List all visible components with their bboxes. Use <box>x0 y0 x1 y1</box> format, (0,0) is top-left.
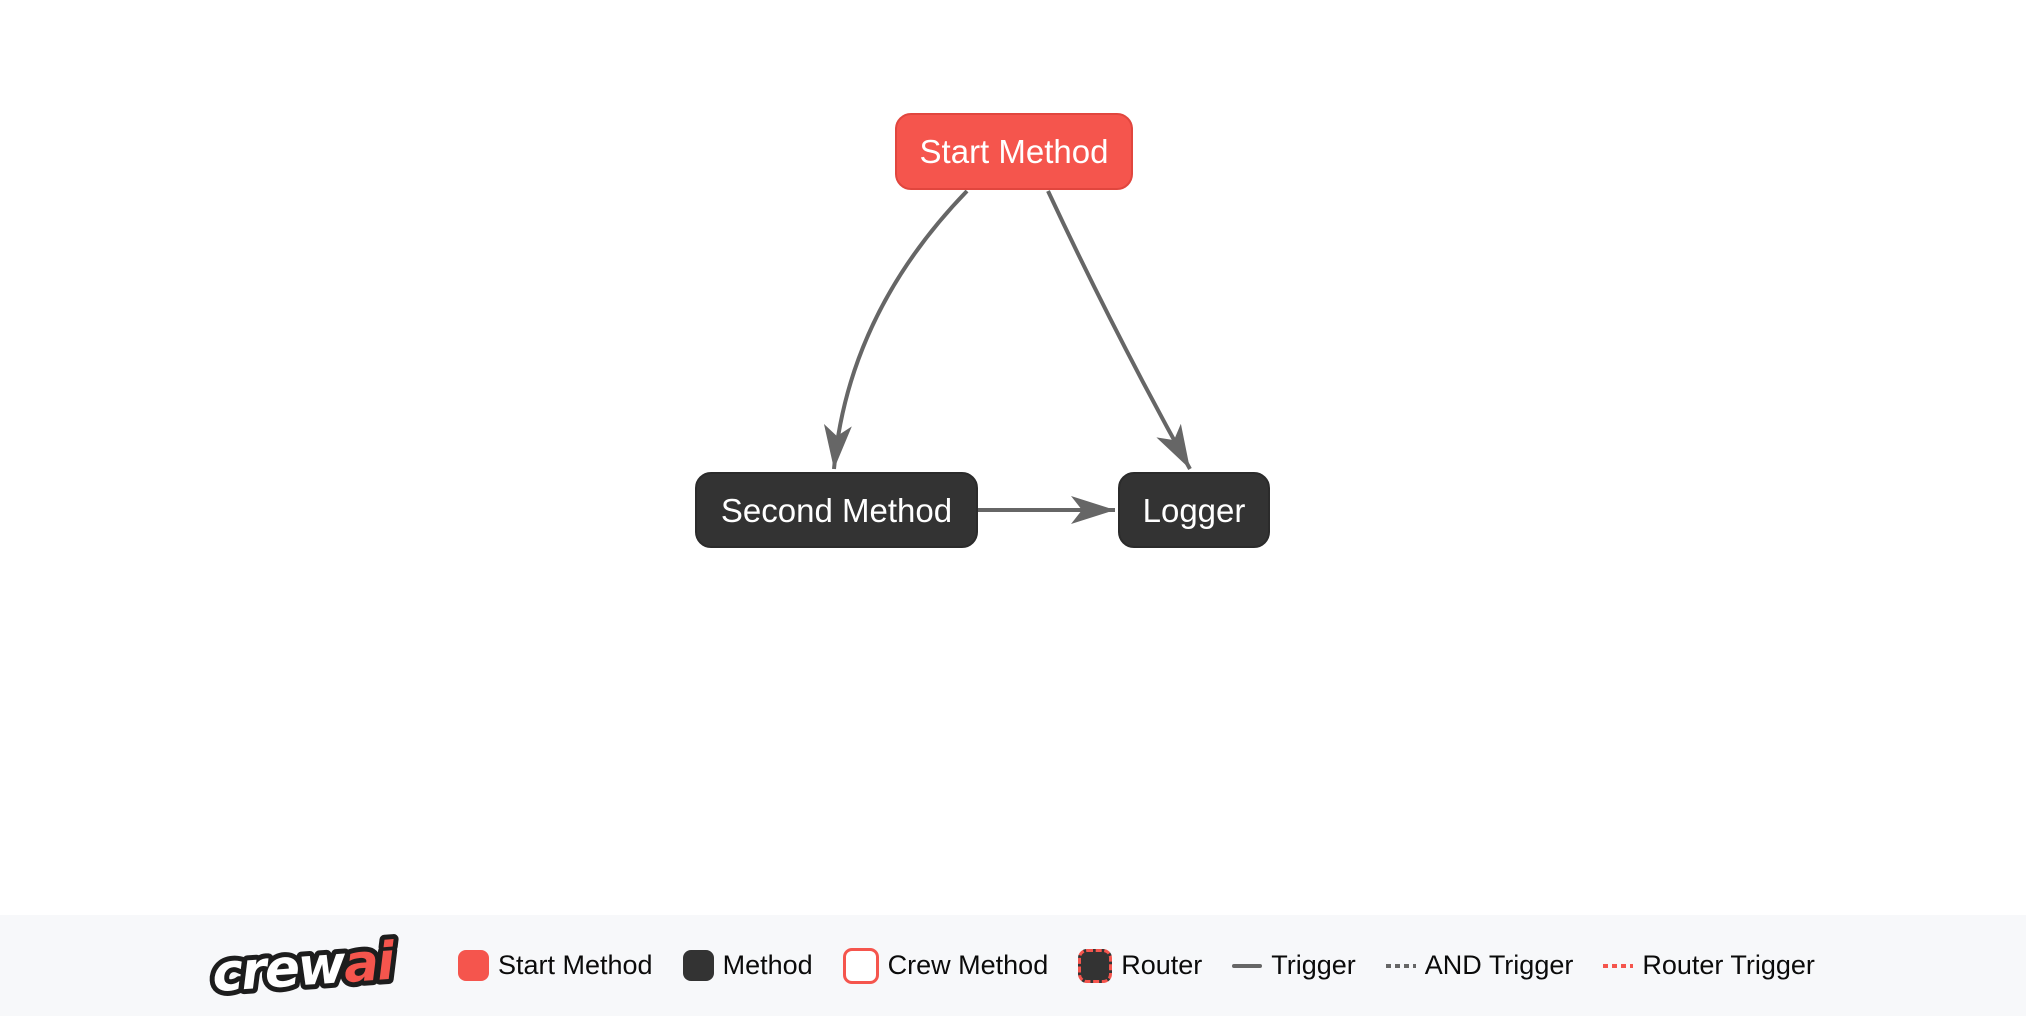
node-start-method-label: Start Method <box>919 133 1109 170</box>
node-logger[interactable]: Logger <box>1118 472 1270 548</box>
legend-item-router: Router <box>1078 948 1203 983</box>
router-trigger-line-swatch <box>1603 963 1634 968</box>
router-swatch <box>1078 948 1113 983</box>
legend-item-crew-method: Crew Method <box>842 947 1049 984</box>
svg-text:crewai: crewai <box>210 931 398 1004</box>
legend-item-and-trigger: AND Trigger <box>1385 950 1574 981</box>
legend-item-start-method: Start Method <box>458 950 653 981</box>
legend-label-router: Router <box>1121 950 1203 980</box>
trigger-line-swatch <box>1232 963 1263 968</box>
node-second-method-label: Second Method <box>720 491 953 529</box>
crewai-logo: crewai <box>208 926 403 1005</box>
and-trigger-line-swatch <box>1385 963 1416 968</box>
edge-start-to-second <box>823 189 969 470</box>
node-second-method[interactable]: Second Method <box>695 472 978 548</box>
legend-label-and-trigger: AND Trigger <box>1424 950 1574 980</box>
legend-bar: crewai Start Method Method Crew Method R… <box>0 915 2026 1016</box>
node-logger-label: Logger <box>1142 491 1246 529</box>
legend-label-router-trigger: Router Trigger <box>1642 950 1815 980</box>
legend-items: Start Method Method Crew Method Router T… <box>458 947 1815 984</box>
start-method-swatch <box>458 950 489 981</box>
legend-label-crew-method: Crew Method <box>887 950 1049 980</box>
edge-start-to-logger <box>1046 190 1192 470</box>
legend-label-start-method: Start Method <box>498 950 653 980</box>
legend-label-trigger: Trigger <box>1271 950 1356 980</box>
edges-layer <box>823 189 1192 524</box>
legend-label-method: Method <box>722 950 813 980</box>
legend-item-method: Method <box>682 950 813 981</box>
node-start-method[interactable]: Start Method <box>895 113 1133 190</box>
method-swatch <box>682 950 714 981</box>
legend-item-trigger: Trigger <box>1232 950 1356 981</box>
legend-item-router-trigger: Router Trigger <box>1603 950 1815 981</box>
crew-method-swatch <box>842 947 879 984</box>
flow-canvas[interactable]: Start Method Second Method Logger <box>0 0 2026 915</box>
